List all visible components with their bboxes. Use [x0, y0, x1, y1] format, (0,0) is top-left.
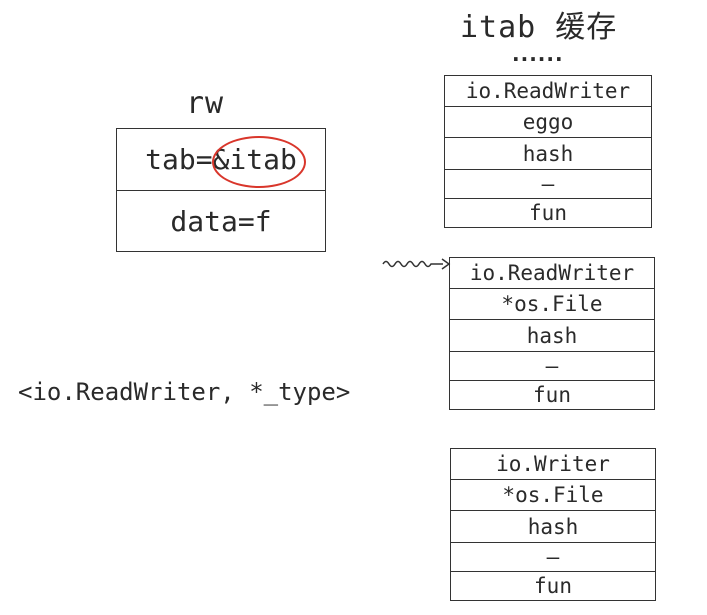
itab-key-label: <io.ReadWriter, *_type>: [18, 378, 351, 406]
itab-cache-title: itab 缓存: [460, 10, 618, 45]
itab-interface: io.ReadWriter: [450, 258, 654, 289]
itab-separator: —: [451, 543, 655, 572]
ellipsis: ......: [512, 42, 564, 66]
itab-type: *os.File: [450, 289, 654, 320]
itab-entry-1: io.ReadWriter eggo hash — fun: [444, 75, 652, 228]
itab-fun: fun: [534, 574, 572, 598]
itab-hash: hash: [451, 511, 655, 543]
itab-interface: io.ReadWriter: [445, 76, 651, 107]
itab-highlight-circle: [212, 136, 306, 188]
itab-entry-2: io.ReadWriter *os.File hash — fun: [449, 257, 655, 410]
itab-fun: fun: [533, 383, 571, 407]
itab-type: *os.File: [451, 480, 655, 511]
itab-separator: —: [450, 352, 654, 381]
rw-tab-prefix: tab=: [145, 143, 213, 176]
itab-fun: fun: [529, 201, 567, 225]
itab-hash: hash: [450, 320, 654, 352]
pointer-arrow: [382, 258, 451, 270]
itab-hash: hash: [445, 138, 651, 170]
itab-type: eggo: [445, 107, 651, 138]
itab-interface: io.Writer: [451, 449, 655, 480]
rw-data-field: data=f: [170, 204, 272, 238]
rw-title: rw: [186, 86, 225, 121]
itab-entry-3: io.Writer *os.File hash — fun: [450, 448, 656, 601]
itab-separator: —: [445, 170, 651, 199]
